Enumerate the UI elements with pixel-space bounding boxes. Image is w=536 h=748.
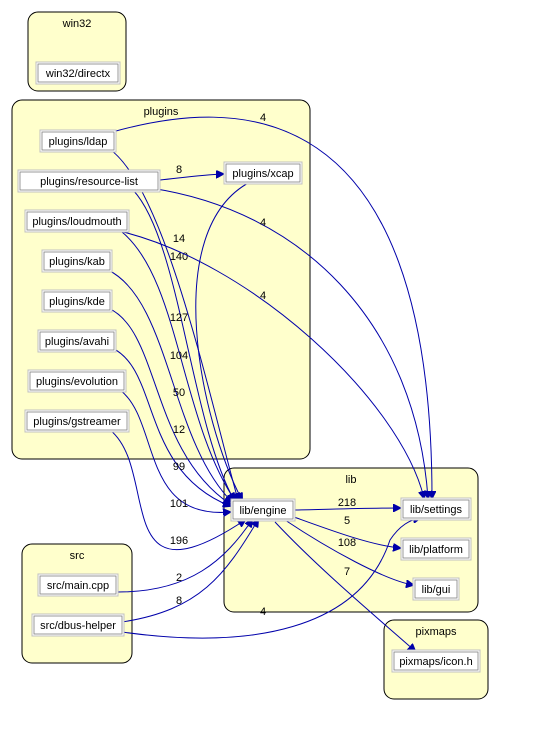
edge-main-engine[interactable] bbox=[117, 520, 252, 593]
node-lib-platform[interactable]: lib/platform bbox=[400, 537, 472, 561]
node-plugins-kab-label: plugins/kab bbox=[49, 256, 105, 268]
edge-rl-xcap[interactable] bbox=[159, 174, 223, 181]
edge-rl-settings-label: 4 bbox=[260, 217, 266, 229]
edge-engine-settings-label: 218 bbox=[338, 497, 356, 509]
edge-rl-xcap-label: 8 bbox=[176, 164, 182, 176]
edge-avahi-engine[interactable] bbox=[111, 347, 230, 506]
node-win32-directx-label: win32/directx bbox=[45, 68, 111, 80]
node-src-dbus-helper[interactable]: src/dbus-helper bbox=[31, 613, 125, 637]
edge-engine-gui-label: 108 bbox=[338, 537, 356, 549]
edge-kab-engine-label: 50 bbox=[173, 387, 185, 399]
edge-engine-platform-label: 5 bbox=[344, 515, 350, 527]
edge-engine-platform[interactable] bbox=[293, 516, 400, 548]
edge-engine-settings[interactable] bbox=[294, 508, 400, 510]
node-plugins-loudmouth[interactable]: plugins/loudmouth bbox=[24, 209, 130, 233]
edge-kde-engine-label: 12 bbox=[173, 424, 185, 436]
cluster-plugins-label: plugins bbox=[144, 106, 179, 118]
node-plugins-avahi[interactable]: plugins/avahi bbox=[37, 329, 117, 353]
node-plugins-resource-list-label: plugins/resource-list bbox=[40, 176, 138, 188]
cluster-plugins: plugins bbox=[11, 99, 311, 460]
edge-rl-settings[interactable] bbox=[149, 187, 428, 498]
edge-evo-engine-label: 101 bbox=[170, 498, 188, 510]
node-lib-gui-label: lib/gui bbox=[422, 584, 451, 596]
node-lib-settings-label: lib/settings bbox=[410, 504, 462, 516]
edge-lm-settings[interactable] bbox=[114, 229, 424, 498]
edge-main-engine-label: 2 bbox=[176, 572, 182, 584]
cluster-src: src bbox=[21, 543, 133, 664]
node-plugins-xcap[interactable]: plugins/xcap bbox=[223, 161, 303, 185]
node-plugins-loudmouth-label: plugins/loudmouth bbox=[32, 216, 121, 228]
node-pixmaps-icon-h-label: pixmaps/icon.h bbox=[399, 656, 472, 668]
node-src-main-cpp[interactable]: src/main.cpp bbox=[37, 573, 119, 597]
cluster-win32-label: win32 bbox=[62, 18, 92, 30]
edge-rl-engine[interactable] bbox=[132, 189, 234, 500]
node-pixmaps-icon-h[interactable]: pixmaps/icon.h bbox=[391, 649, 481, 673]
node-plugins-xcap-label: plugins/xcap bbox=[232, 168, 293, 180]
node-src-dbus-helper-label: src/dbus-helper bbox=[40, 620, 116, 632]
cluster-src-label: src bbox=[70, 550, 85, 562]
edges: 4 140 8 4 127 14 4 104 50 12 99 101 bbox=[107, 112, 432, 651]
cluster-pixmaps-label: pixmaps bbox=[416, 626, 457, 638]
edge-lm-engine[interactable] bbox=[121, 231, 236, 502]
node-plugins-ldap[interactable]: plugins/ldap bbox=[39, 129, 117, 153]
edge-kab-engine[interactable] bbox=[107, 269, 232, 502]
edge-dbus-settings-label: 4 bbox=[260, 606, 266, 618]
node-plugins-kde-label: plugins/kde bbox=[49, 296, 105, 308]
edge-kde-engine[interactable] bbox=[107, 307, 230, 504]
node-plugins-gstreamer[interactable]: plugins/gstreamer bbox=[24, 409, 130, 433]
node-plugins-evolution-label: plugins/evolution bbox=[36, 376, 118, 388]
node-plugins-avahi-label: plugins/avahi bbox=[45, 336, 109, 348]
edge-ldap-settings[interactable] bbox=[115, 116, 432, 498]
edge-engine-icon-label: 7 bbox=[344, 566, 350, 578]
node-plugins-kab[interactable]: plugins/kab bbox=[41, 249, 113, 273]
edge-evo-engine[interactable] bbox=[119, 389, 230, 512]
node-lib-platform-label: lib/platform bbox=[409, 544, 463, 556]
node-plugins-resource-list[interactable]: plugins/resource-list bbox=[17, 169, 161, 193]
edge-dbus-engine[interactable] bbox=[121, 520, 258, 623]
edge-lm-engine-label: 104 bbox=[170, 350, 188, 362]
node-lib-engine[interactable]: lib/engine bbox=[230, 498, 296, 522]
node-lib-gui[interactable]: lib/gui bbox=[412, 577, 460, 601]
node-src-main-cpp-label: src/main.cpp bbox=[47, 580, 109, 592]
node-plugins-gstreamer-label: plugins/gstreamer bbox=[33, 416, 121, 428]
edge-rl-engine-label: 127 bbox=[170, 312, 188, 324]
edge-engine-icon[interactable] bbox=[274, 521, 415, 651]
edge-engine-gui[interactable] bbox=[284, 519, 413, 585]
edge-gst-engine[interactable] bbox=[109, 429, 245, 551]
edge-ldap-settings-label: 4 bbox=[260, 112, 266, 124]
cluster-lib-label: lib bbox=[345, 474, 356, 486]
node-plugins-evolution[interactable]: plugins/evolution bbox=[27, 369, 127, 393]
node-plugins-kde[interactable]: plugins/kde bbox=[41, 289, 113, 313]
edge-ldap-engine-label: 140 bbox=[170, 251, 188, 263]
edge-xcap-engine-label: 14 bbox=[173, 233, 185, 245]
edge-dbus-settings[interactable] bbox=[121, 518, 420, 639]
edge-gst-engine-label: 196 bbox=[170, 535, 188, 547]
edge-xcap-engine[interactable] bbox=[195, 181, 251, 500]
edge-lm-settings-label: 4 bbox=[260, 290, 266, 302]
edge-dbus-engine-label: 8 bbox=[176, 595, 182, 607]
cluster-plugins-box bbox=[11, 99, 311, 460]
node-win32-directx[interactable]: win32/directx bbox=[35, 61, 121, 85]
node-lib-engine-label: lib/engine bbox=[239, 505, 286, 517]
node-plugins-ldap-label: plugins/ldap bbox=[49, 136, 108, 148]
node-lib-settings[interactable]: lib/settings bbox=[400, 497, 472, 521]
edge-avahi-engine-label: 99 bbox=[173, 461, 185, 473]
